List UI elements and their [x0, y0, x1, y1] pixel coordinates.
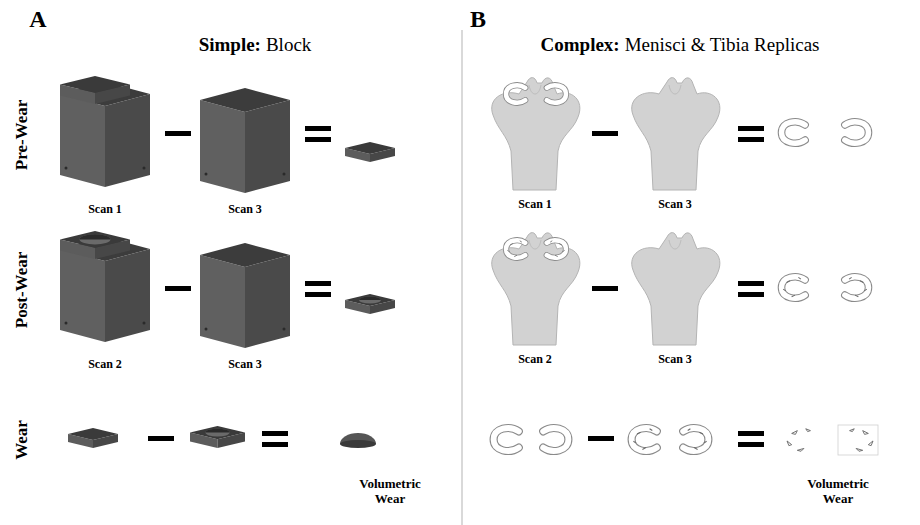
tibia-scan-1: [492, 78, 580, 190]
minus-sign: [592, 286, 618, 291]
scan-label: Scan 2: [88, 358, 122, 372]
result-label: Volumetric Wear: [345, 477, 435, 507]
scan-label: Scan 1: [88, 203, 122, 217]
panel-heading: Simple:: [199, 34, 261, 56]
row-label: Wear: [12, 420, 32, 460]
equals-sign: [262, 442, 288, 447]
post-wear-menisci: [632, 428, 709, 451]
equals-sign: [738, 137, 764, 142]
minus-sign: [165, 131, 191, 136]
heading-line: Complex:Menisci & Tibia Replicas: [541, 34, 820, 56]
pre-wear-menisci: [494, 428, 569, 451]
menisci-difference: [782, 277, 869, 298]
equals-sign: [305, 137, 331, 142]
tibia-scan-3: [632, 78, 720, 190]
panel-heading: Complex:: [541, 34, 620, 56]
block-scan-3: [200, 88, 290, 193]
minus-sign: [148, 436, 174, 441]
equals-sign: [305, 292, 331, 297]
block-scan-2: [60, 231, 150, 342]
panel-heading: Block: [266, 34, 311, 56]
panel-letter: B: [470, 6, 486, 34]
equals-sign: [738, 431, 764, 436]
pre-wear-plate: [68, 428, 118, 448]
equals-sign: [305, 126, 331, 131]
panel-letter: A: [29, 6, 46, 34]
equals-sign: [305, 281, 331, 286]
panel-heading: Menisci & Tibia Replicas: [625, 34, 820, 56]
scan-label: Scan 3: [658, 353, 692, 367]
scan-label: Scan 3: [658, 198, 692, 212]
block-scan-3: [200, 243, 290, 348]
wear-volume: [340, 433, 376, 448]
block-difference: [345, 294, 395, 314]
scan-label: Scan 1: [518, 198, 552, 212]
minus-sign: [592, 131, 618, 136]
panel-divider: [461, 30, 463, 525]
tibia-scan-3: [632, 233, 720, 345]
wear-fragments: [787, 425, 878, 455]
post-wear-plate: [190, 426, 245, 448]
block-difference: [345, 142, 395, 162]
row-label: Pre-Wear: [12, 100, 32, 170]
minus-sign: [165, 286, 191, 291]
equals-sign: [738, 292, 764, 297]
tibia-scan-2: [492, 233, 580, 345]
row-label: Post-Wear: [12, 252, 32, 328]
minus-sign: [588, 436, 614, 441]
scan-label: Scan 2: [518, 353, 552, 367]
equals-sign: [262, 431, 288, 436]
result-label: Volumetric Wear: [793, 477, 883, 507]
block-scan-1: [60, 76, 150, 187]
menisci-difference: [782, 122, 869, 143]
equals-sign: [738, 281, 764, 286]
scan-label: Scan 3: [228, 203, 262, 217]
heading-line: Simple:Block: [199, 34, 312, 56]
scan-label: Scan 3: [228, 358, 262, 372]
equals-sign: [738, 126, 764, 131]
equals-sign: [738, 442, 764, 447]
